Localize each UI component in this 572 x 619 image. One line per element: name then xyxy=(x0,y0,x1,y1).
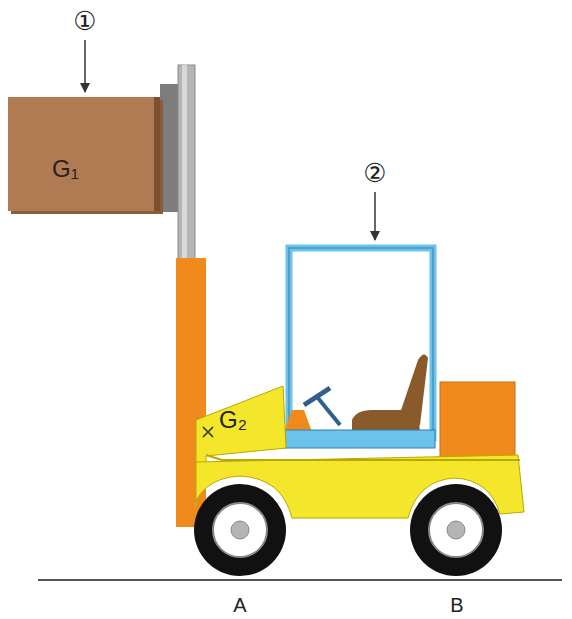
cabin-floor xyxy=(283,430,435,448)
dashboard xyxy=(284,410,312,432)
load-box: G₁ xyxy=(8,97,160,211)
mast xyxy=(178,65,195,265)
load-label: G₁ xyxy=(52,157,79,181)
chassis-edge xyxy=(206,455,520,460)
callout-arrow xyxy=(374,192,376,240)
cabin-frame xyxy=(289,248,433,438)
point-label: B xyxy=(450,595,463,615)
ground-line xyxy=(38,579,562,581)
front-body xyxy=(196,386,286,470)
seat xyxy=(352,410,420,432)
rear-wheel xyxy=(410,484,502,576)
steering-column xyxy=(318,398,340,425)
cabin-outline xyxy=(289,248,433,438)
center-of-gravity-label: G₂ xyxy=(219,408,247,432)
counterweight xyxy=(440,382,515,457)
callout-number: ① xyxy=(73,8,96,34)
steering-wheel xyxy=(304,388,330,405)
point-label: A xyxy=(233,595,246,615)
callout-number: ② xyxy=(363,160,386,186)
callout-arrow xyxy=(84,40,86,92)
mast-highlight xyxy=(182,65,187,265)
front-wheel xyxy=(194,484,286,576)
center-of-gravity-mark xyxy=(203,427,213,437)
